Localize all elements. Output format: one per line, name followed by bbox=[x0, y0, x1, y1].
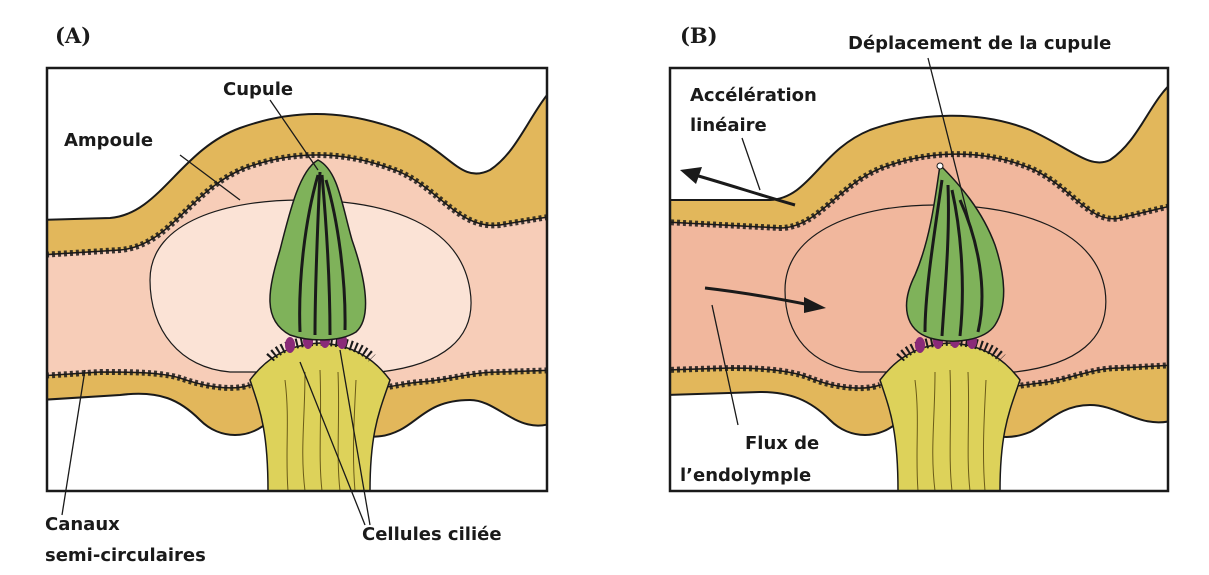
flux-label-line1: Flux de bbox=[745, 433, 819, 454]
flux-label-line2: l’endolymple bbox=[680, 465, 811, 486]
panel-a: (A) bbox=[40, 23, 560, 566]
panel-a-label: (A) bbox=[55, 23, 91, 48]
acceleration-label-line2: linéaire bbox=[690, 115, 767, 136]
deplacement-label: Déplacement de la cupule bbox=[848, 33, 1111, 54]
cellules-label: Cellules ciliée bbox=[362, 524, 502, 545]
cupula-tip-b bbox=[937, 163, 943, 169]
canaux-label-line2: semi-circulaires bbox=[45, 545, 206, 566]
acceleration-label-line1: Accélération bbox=[690, 85, 817, 106]
canaux-label-line1: Canaux bbox=[45, 514, 120, 535]
panel-b: (B) bbox=[665, 23, 1175, 491]
panel-b-label: (B) bbox=[680, 23, 718, 48]
ampoule-label: Ampoule bbox=[64, 130, 153, 151]
cupule-label: Cupule bbox=[223, 79, 293, 100]
